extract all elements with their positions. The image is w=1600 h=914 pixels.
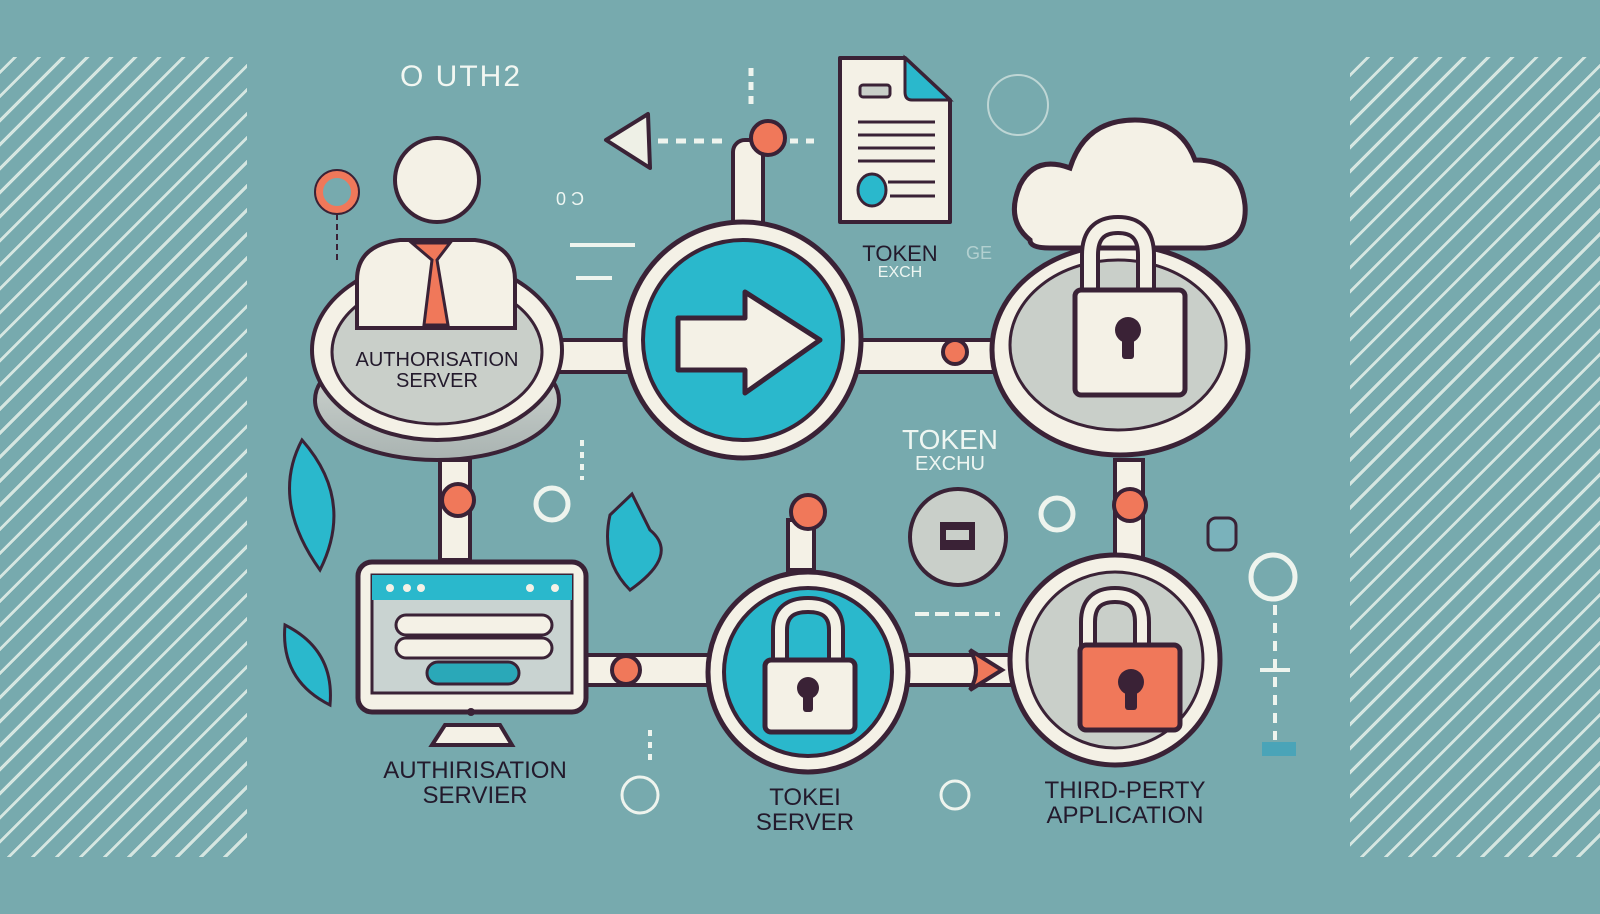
decor-circles	[533, 74, 1298, 815]
label-token-server: TOKEI SERVER	[755, 784, 855, 837]
node-third-party-application	[1007, 552, 1223, 768]
label-authorisation-server-top: AUTHORISATION SERVER	[355, 349, 519, 392]
label-third-party-application: THIRD-PERTY APPLICATION	[1044, 777, 1206, 830]
label-authorisation-server-bottom: AUTHIRISATION SERVIER	[383, 757, 567, 810]
document-icon	[838, 54, 954, 224]
hatch-pattern-right	[1350, 57, 1600, 857]
node-cloud-lock	[989, 117, 1251, 458]
decor-block	[1262, 742, 1296, 756]
dotted-arrow-left	[604, 68, 820, 170]
label-token-exchange-faded: GE	[966, 243, 993, 263]
badge-icon	[908, 487, 1008, 587]
target-ring-icon	[314, 169, 360, 260]
decor-lines	[570, 243, 1290, 760]
label-token-exchange-mid: TOKEN EXCHU	[902, 424, 998, 476]
connector-dots	[440, 119, 1148, 692]
decor-glyph: 0 ɔ	[556, 189, 585, 209]
page-title: O UTH2	[400, 60, 523, 93]
node-monitor-login	[355, 559, 589, 747]
decor-pill	[1206, 516, 1238, 552]
node-token-server	[705, 569, 911, 775]
leaf-icons	[283, 437, 663, 708]
label-token-exchange-top: TOKEN EXCH	[862, 241, 938, 282]
node-authorisation-server-top	[310, 136, 564, 462]
node-arrow-right	[622, 219, 864, 461]
hatch-pattern-left	[0, 57, 247, 857]
